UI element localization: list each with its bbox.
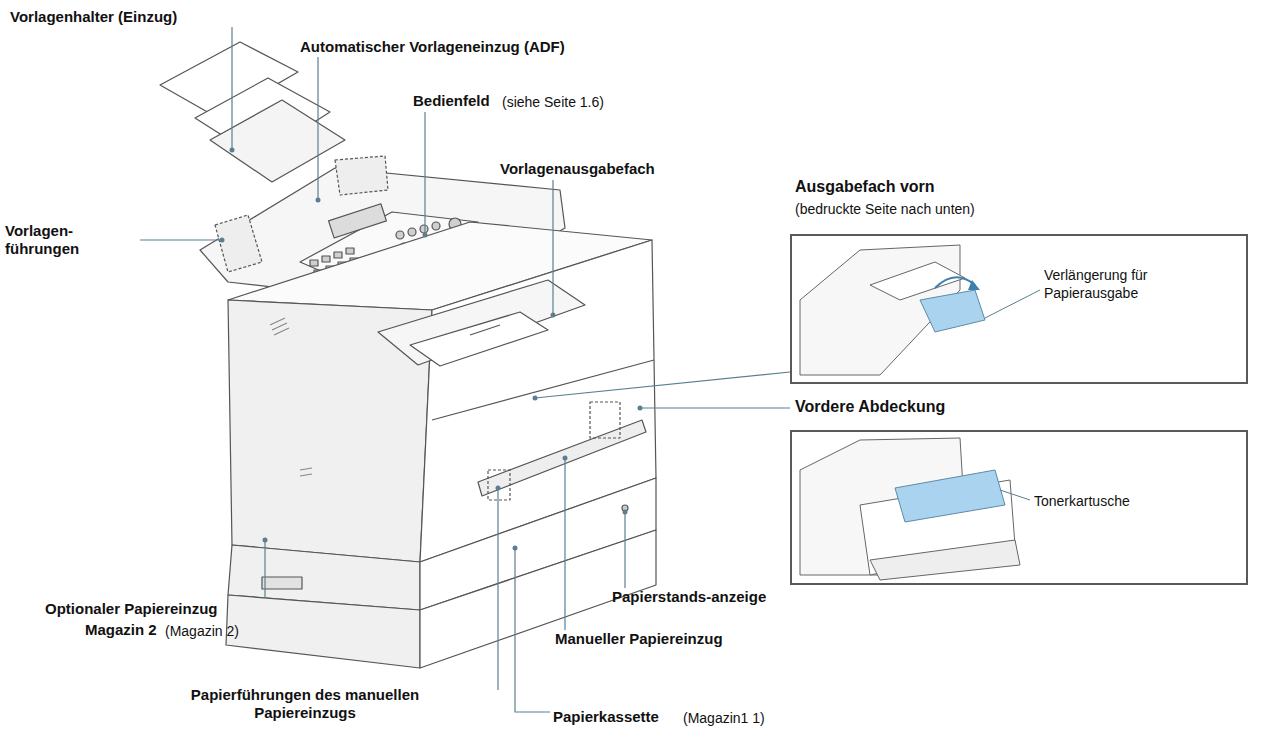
leader-line (140, 239, 222, 240)
part-label: Vorlagen- führungen (5, 222, 135, 258)
leader-line (552, 180, 553, 315)
part-label: Vordere Abdeckung (795, 398, 945, 416)
manual-feed-guide (488, 470, 510, 500)
inset-frame: Ausgabefach vorn(bedruckte Seite nach un… (790, 234, 1248, 384)
output-tray (378, 280, 585, 365)
cassette-handle (262, 577, 302, 589)
part-label: Automatischer Vorlageneinzug (ADF) (300, 38, 565, 56)
leader-line (624, 512, 625, 588)
front-cover-edge (432, 360, 654, 420)
part-label: (siehe Seite 1.6) (502, 93, 604, 111)
lcd-display (329, 204, 387, 238)
part-label: Vorlagenhalter (Einzug) (10, 8, 177, 26)
leader-line (264, 540, 265, 598)
inset-toner-drawing (800, 438, 1030, 580)
manual-feed-slot (478, 420, 646, 496)
manual-feed-guide (590, 402, 620, 438)
vent-lines (270, 318, 312, 476)
cassette-2-side (226, 595, 420, 668)
leader-lines (140, 27, 790, 712)
inset-text: (bedruckte Seite nach unten) (795, 200, 975, 218)
leader-line (640, 407, 790, 408)
part-label: (Magazin 2) (165, 622, 239, 640)
document-holder-base (210, 100, 345, 182)
leader-line (564, 458, 565, 630)
leader-line (1000, 490, 1030, 500)
inset-text: Ausgabefach vorn (795, 178, 935, 196)
part-label: Bedienfeld (413, 92, 490, 110)
part-label: Vorlagenausgabefach (500, 160, 655, 178)
inset-output-drawing (800, 245, 1040, 375)
toner-cartridge (895, 470, 1005, 522)
leader-line (515, 548, 550, 712)
leader-line (535, 372, 790, 398)
output-tray-paper (410, 312, 548, 366)
leader-line (317, 57, 318, 200)
inset-frame: Tonerkartusche (790, 430, 1248, 585)
leader-line (497, 488, 498, 690)
part-label: Magazin 2 (85, 621, 157, 639)
fold-arrow (935, 277, 975, 288)
part-label: (Magazin1 1) (683, 709, 765, 727)
leader-dots (220, 148, 643, 551)
tray-mark (470, 325, 500, 335)
part-label: Manueller Papiereinzug (555, 630, 723, 648)
leader-line (231, 27, 232, 150)
leader-line (985, 290, 1040, 318)
part-label: Papierstands-anzeige (612, 588, 766, 606)
document-guide-right (335, 156, 388, 195)
output-extension (920, 290, 985, 332)
part-label: Optionaler Papiereinzug (45, 600, 218, 618)
leader-line (424, 112, 425, 235)
part-label: Papierkassette (553, 708, 659, 726)
inset-text: Verlängerung für Papierausgabe (1044, 266, 1174, 302)
part-label: Papierführungen des manuellen Papiereinz… (160, 686, 450, 722)
printer-drawing (160, 42, 656, 668)
document-guide-left (215, 215, 262, 272)
inset-text: Tonerkartusche (1034, 492, 1130, 510)
